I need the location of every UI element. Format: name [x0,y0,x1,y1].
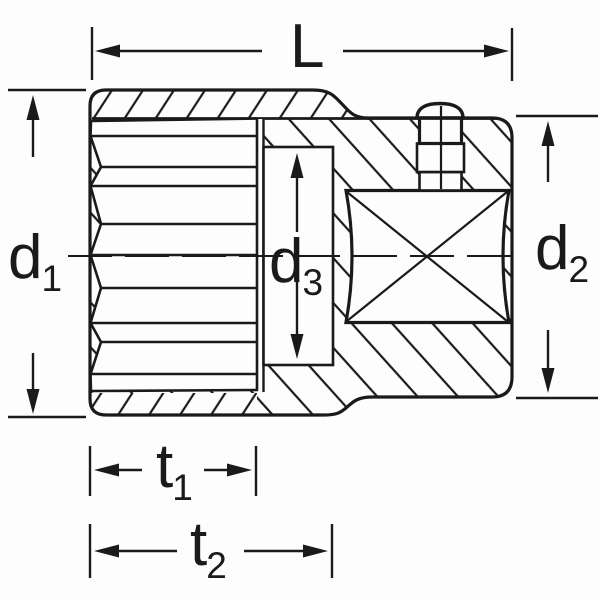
dimension-d2 [516,114,598,400]
dim-label-d1: d1 [8,227,63,299]
dim-label-length: L [290,16,324,78]
twelve-point-profile [89,117,259,393]
dim-label-d3: d3 [269,231,324,303]
arrow-up-icon [26,95,40,120]
arrow-down-icon [541,368,555,393]
arrow-left-icon [94,544,119,558]
arrow-right-icon [227,463,252,477]
dim-d2-base: d [535,214,569,283]
dim-t2-subscript: 2 [206,545,227,586]
dimension-t1 [88,446,258,496]
arrow-down-icon [290,334,304,359]
detent-pin [415,101,466,192]
dim-t1-base: t [156,432,173,501]
dim-length-text: L [290,12,324,81]
dim-d3-subscript: 3 [302,262,324,303]
dimension-d3 [290,153,304,359]
hatching-bottom-wall [90,393,257,415]
dim-label-d2: d2 [535,218,590,290]
dim-d1-subscript: 1 [41,258,63,299]
dim-d1-base: d [8,223,42,292]
dim-label-t2: t2 [190,514,227,586]
dim-t2-base: t [190,510,207,579]
arrow-left-icon [94,463,119,477]
dim-d2-subscript: 2 [568,249,590,290]
arrow-right-icon [303,544,328,558]
arrow-up-icon [290,153,304,178]
arrow-right-icon [484,44,509,58]
hatching-top-wall [90,90,368,118]
dimension-t2 [88,524,334,578]
arrow-up-icon [541,121,555,146]
arrow-down-icon [26,389,40,414]
dim-t1-subscript: 1 [172,467,193,508]
dimension-d1 [8,88,86,419]
dim-label-t1: t1 [156,436,193,508]
dimension-L [90,27,514,81]
arrow-left-icon [95,44,120,58]
body-outline [88,88,514,417]
profile-spline-lines [90,134,257,376]
dim-d3-base: d [269,227,303,296]
